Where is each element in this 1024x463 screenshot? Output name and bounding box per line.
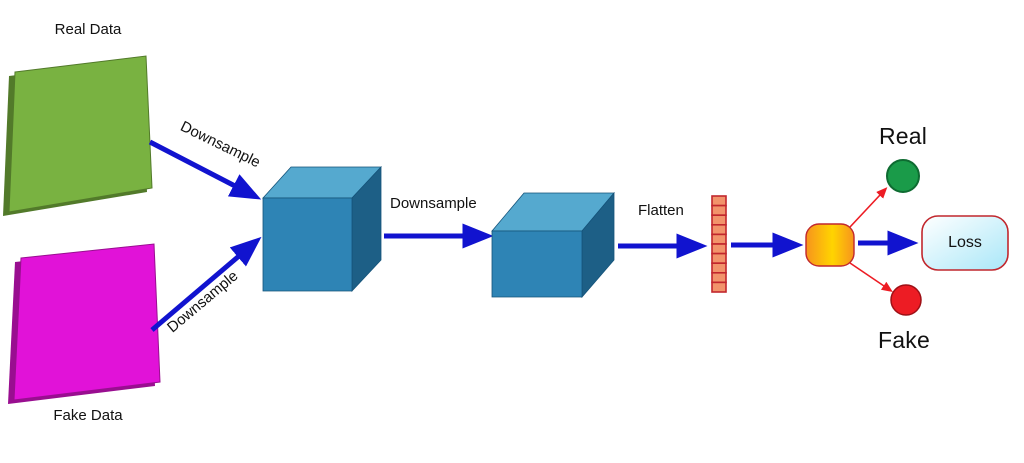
arrow-real-downsample	[148, 139, 262, 200]
flatten-vector	[711, 195, 727, 293]
flatten-label: Flatten	[638, 202, 684, 219]
neuron-node	[805, 223, 855, 267]
real-class-circle	[886, 159, 920, 193]
real-data-label: Real Data	[54, 21, 122, 38]
real-data-plane	[3, 55, 153, 216]
conv-block-1	[262, 165, 382, 293]
arrow-to-real	[849, 187, 888, 228]
downsample-mid-label: Downsample	[390, 195, 477, 212]
fake-output-label: Fake	[878, 327, 930, 353]
loss-label: Loss	[948, 234, 982, 251]
classification-arrows	[849, 187, 893, 293]
conv-block-2	[491, 191, 615, 299]
arrow-to-fake	[849, 262, 893, 293]
fake-data-label: Fake Data	[53, 407, 123, 424]
fake-data-plane	[8, 243, 161, 404]
fake-class-circle	[890, 284, 922, 316]
real-output-label: Real	[878, 123, 928, 149]
flow-arrows	[148, 139, 919, 332]
arrow-fake-downsample	[150, 236, 262, 332]
loss-box	[921, 215, 1009, 271]
